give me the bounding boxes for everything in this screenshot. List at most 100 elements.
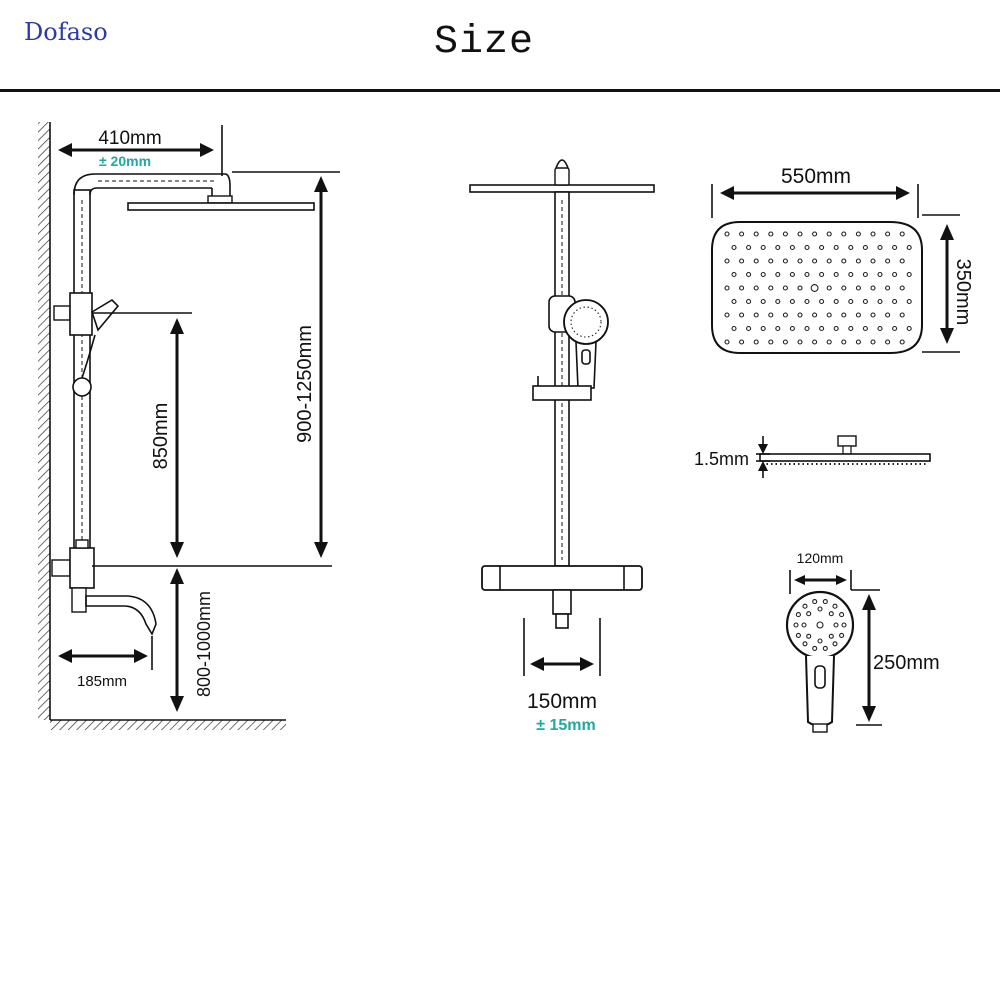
- nozzle-dot: [731, 298, 737, 305]
- brand-logo: Dofaso: [24, 18, 108, 46]
- nozzle-dot: [760, 325, 766, 332]
- mixer-body-side: [69, 547, 95, 589]
- header-divider: [0, 89, 1000, 92]
- mixer-bottom: [71, 587, 87, 613]
- nozzle-dot: [855, 312, 861, 318]
- nozzle-dot: [862, 244, 868, 251]
- hand-nozzle-dot: [795, 612, 801, 618]
- nozzle-dot: [826, 231, 832, 237]
- nozzle-dot: [797, 231, 803, 237]
- nozzle-dot: [782, 258, 788, 264]
- hand-nozzle-dot: [816, 621, 824, 629]
- mixer-height-arrowheads: [170, 568, 184, 712]
- hand-nozzle-dot: [839, 632, 845, 638]
- hand-nozzle-dot: [806, 633, 812, 639]
- nozzle-dot: [826, 258, 832, 264]
- head-width-label: 550mm: [781, 165, 851, 188]
- nozzle-dot: [892, 244, 898, 251]
- nozzle-dot: [833, 244, 839, 251]
- nozzle-dot: [862, 298, 868, 305]
- hand-nozzle-dot: [833, 622, 839, 628]
- nozzle-dot: [739, 285, 745, 291]
- nozzle-dot: [812, 231, 818, 237]
- nozzle-dot: [899, 258, 905, 264]
- nozzle-dot: [724, 231, 730, 237]
- hand-width-arrowheads: [794, 575, 847, 585]
- hand-nozzle-dot: [812, 599, 818, 605]
- hand-nozzle-dot: [822, 599, 828, 605]
- nozzle-dot: [855, 339, 861, 345]
- head-nozzle-grid: [724, 231, 912, 345]
- nozzle-dot: [782, 285, 788, 291]
- soap-shelf: [532, 385, 592, 401]
- nozzle-dot: [782, 339, 788, 345]
- nozzle-dot: [746, 325, 752, 332]
- hand-nozzle-grid: [793, 599, 847, 651]
- front-spout: [552, 589, 572, 615]
- nozzle-dot: [906, 271, 912, 278]
- nozzle-dot: [877, 271, 883, 278]
- hand-nozzle-dot: [839, 612, 845, 618]
- front-spout-tip: [555, 613, 569, 629]
- nozzle-dot: [906, 244, 912, 251]
- nozzle-dot: [724, 258, 730, 264]
- nozzle-dot: [885, 312, 891, 318]
- nozzle-dot: [885, 231, 891, 237]
- head-profile-drawing: 1.5mm: [694, 435, 931, 478]
- nozzle-dot: [841, 231, 847, 237]
- nozzle-dot: [789, 244, 795, 251]
- nozzle-dot: [899, 312, 905, 318]
- spout-length-label: 185mm: [77, 673, 127, 690]
- nozzle-dot: [746, 244, 752, 251]
- nozzle-dot: [746, 298, 752, 305]
- hand-handle-slot: [814, 665, 826, 689]
- hand-shower-holder: [91, 298, 120, 332]
- hand-nozzle-dot: [801, 622, 807, 628]
- hand-nozzle-dot: [806, 611, 812, 617]
- nozzle-dot: [768, 285, 774, 291]
- nozzle-dot: [753, 312, 759, 318]
- nozzle-dot: [892, 298, 898, 305]
- nozzle-dot: [753, 285, 759, 291]
- nozzle-dot: [848, 298, 854, 305]
- tub-spout: [85, 595, 157, 636]
- nozzle-dot: [797, 258, 803, 264]
- nozzle-dot: [870, 231, 876, 237]
- overhead-head-side: [127, 202, 315, 211]
- nozzle-dot: [885, 285, 891, 291]
- nozzle-dot: [739, 339, 745, 345]
- hand-nozzle-dot: [793, 622, 799, 628]
- nozzle-dot: [906, 325, 912, 332]
- front-view-drawing: 150mm ± 15mm: [469, 159, 655, 734]
- nozzle-dot: [797, 339, 803, 345]
- nozzle-dot: [797, 285, 803, 291]
- nozzle-dot: [877, 244, 883, 251]
- nozzle-dot: [841, 312, 847, 318]
- nozzle-dot: [760, 298, 766, 305]
- hand-nozzle-dot: [812, 645, 818, 651]
- hand-nozzle-dot: [802, 603, 808, 609]
- nozzle-dot: [775, 298, 781, 305]
- wall-bracket: [53, 305, 71, 321]
- nozzle-dot: [826, 339, 832, 345]
- nozzle-dot: [877, 325, 883, 332]
- nozzle-dot: [760, 244, 766, 251]
- nozzle-dot: [789, 271, 795, 278]
- nozzle-dot: [782, 231, 788, 237]
- nozzle-dot: [731, 244, 737, 251]
- nozzle-dot: [804, 298, 810, 305]
- hand-nozzle-dot: [828, 611, 834, 617]
- hand-nozzle-dot: [822, 645, 828, 651]
- bracket-clamp: [69, 292, 93, 336]
- hand-length-label: 250mm: [873, 652, 940, 674]
- side-view-drawing: 410mm ± 20mm 900-1250mm 850mm 800-1000mm…: [38, 122, 340, 730]
- hand-nozzle-dot: [802, 641, 808, 647]
- nozzle-dot: [833, 325, 839, 332]
- profile-neck: [842, 445, 852, 455]
- nozzle-dot: [862, 325, 868, 332]
- slide-knob: [72, 377, 92, 397]
- nozzle-dot: [885, 258, 891, 264]
- nozzle-dot: [819, 244, 825, 251]
- floor-hatch: [50, 720, 286, 730]
- profile-connector: [837, 435, 857, 447]
